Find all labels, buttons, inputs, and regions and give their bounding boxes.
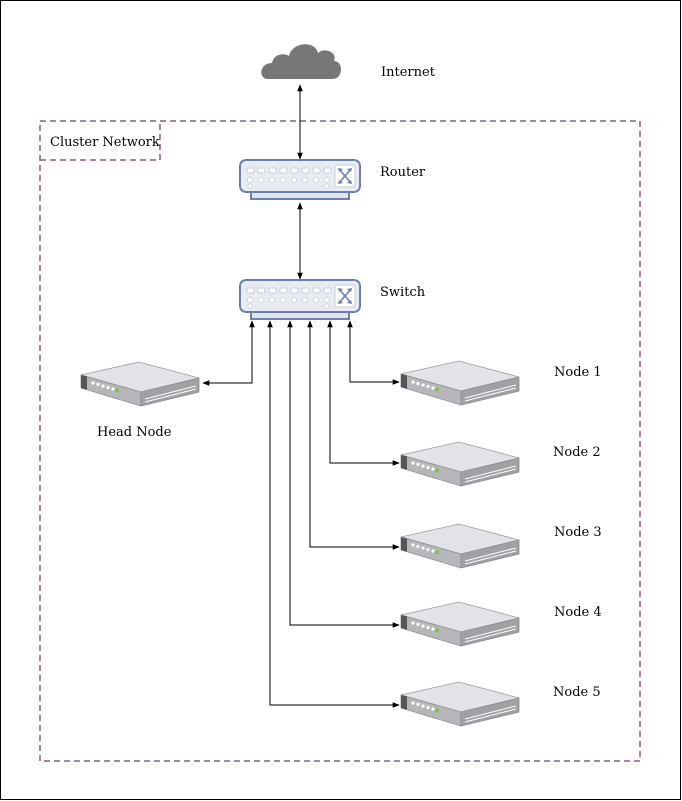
internet-label: Internet	[381, 65, 436, 80]
node-1-server-icon	[400, 360, 520, 406]
cloud-icon	[261, 44, 342, 79]
node-4-server-icon	[400, 601, 520, 647]
node-5-server-icon	[400, 681, 520, 727]
node-1-label: Node 1	[554, 365, 602, 380]
node-3-server-icon	[400, 523, 520, 569]
edge-switch-head-node	[202, 320, 255, 386]
switch-icon	[239, 279, 361, 320]
edge-switch-node-2	[327, 320, 400, 466]
edge-switch-node-4	[287, 320, 400, 628]
node-2-server-icon	[400, 441, 520, 487]
edge-switch-node-1	[347, 320, 400, 385]
cluster-network-tab	[40, 121, 161, 161]
router-label: Router	[380, 165, 426, 180]
node-4-label: Node 4	[554, 605, 602, 620]
edge-switch-node-3	[307, 320, 400, 550]
switch-label: Switch	[380, 285, 426, 300]
group-title: Cluster Network	[50, 135, 160, 150]
head-node-label: Head Node	[97, 425, 172, 440]
cluster-network-group	[39, 120, 641, 762]
node-2-label: Node 2	[553, 445, 601, 460]
router-icon	[239, 159, 361, 200]
node-3-label: Node 3	[554, 525, 602, 540]
connectors	[202, 84, 400, 708]
head-node-server-icon	[80, 361, 200, 407]
node-5-label: Node 5	[553, 685, 601, 700]
edge-switch-node-5	[267, 320, 400, 708]
